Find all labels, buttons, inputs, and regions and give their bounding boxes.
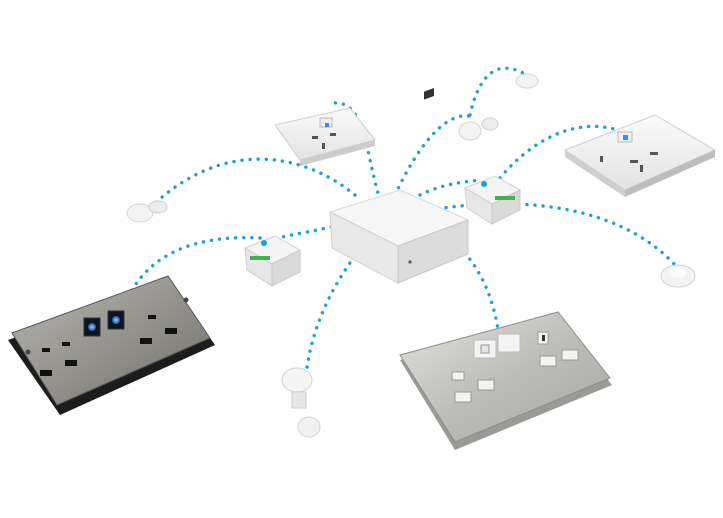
top-round-sensor-icon bbox=[515, 73, 539, 89]
left-relay-module bbox=[243, 235, 302, 287]
hub-device bbox=[328, 88, 470, 284]
link-hub-bulb bbox=[303, 223, 382, 387]
link-hub-top-socket bbox=[331, 101, 382, 202]
link-hub-left-sensor bbox=[148, 157, 357, 210]
button-sensor-icon bbox=[458, 117, 499, 141]
link-button-sensor-top-sensor bbox=[468, 66, 527, 117]
link-hub-round-sensor bbox=[428, 202, 677, 267]
link-hub-left-relay bbox=[268, 213, 372, 242]
door-sensor-icon bbox=[126, 200, 168, 223]
link-hub-steel-socket bbox=[408, 218, 502, 347]
connection-lines bbox=[118, 66, 677, 387]
right-relay-module bbox=[463, 175, 522, 225]
black-satin-double-socket bbox=[8, 275, 215, 415]
top-white-socket bbox=[274, 107, 376, 166]
round-motion-sensor-icon bbox=[660, 264, 696, 288]
bulb-icon bbox=[281, 367, 321, 438]
right-white-socket bbox=[563, 114, 717, 197]
link-right-relay-white-socket bbox=[498, 124, 632, 180]
link-hub-right-relay bbox=[418, 178, 484, 197]
steel-double-socket bbox=[399, 311, 612, 450]
power-icon bbox=[83, 310, 125, 337]
